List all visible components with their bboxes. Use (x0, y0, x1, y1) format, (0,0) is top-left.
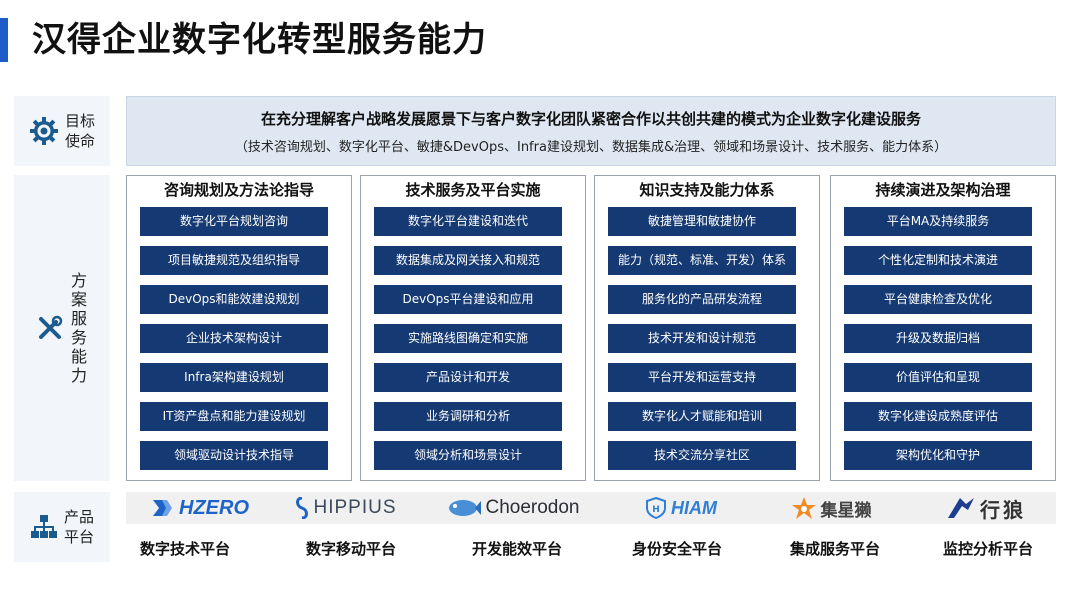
service-item: 能力（规范、标准、开发）体系 (608, 246, 796, 275)
xinglang-logo: 行狼 (931, 492, 1041, 524)
hiam-shield-icon: H (646, 497, 666, 519)
column-title: 咨询规划及方法论指导 (163, 181, 314, 199)
service-item: DevOps和能效建设规划 (140, 285, 328, 314)
service-item: 数据集成及网关接入和规范 (374, 246, 562, 275)
service-item: 项目敏捷规范及组织指导 (140, 246, 328, 275)
column-title: 持续演进及架构治理 (875, 181, 1011, 199)
service-item: 个性化定制和技术演进 (844, 246, 1032, 275)
platform-name: 开发能效平台 (471, 540, 562, 558)
gear-icon (29, 116, 59, 146)
hippius-mark-icon (296, 497, 309, 519)
hzero-mark-icon (153, 500, 172, 516)
hiam-logo: H HIAM (631, 492, 731, 524)
service-item: IT资产盘点和能力建设规划 (140, 402, 328, 431)
hippius-logo: HIPPIUS (286, 492, 406, 524)
service-item: 技术交流分享社区 (608, 441, 796, 470)
product-logo-strip: HZERO HIPPIUS Choerodon H HIAM 集星獭 行狼 (126, 492, 1056, 524)
service-item: Infra架构建设规划 (140, 363, 328, 392)
solution-label-char: 务 (70, 328, 87, 347)
platform-name: 数字移动平台 (305, 540, 396, 558)
platform-name: 数字技术平台 (139, 540, 230, 558)
mission-label-line1: 目标 (64, 112, 95, 130)
service-item: 数字化人才赋能和培训 (608, 402, 796, 431)
product-label-line1: 产品 (63, 508, 94, 526)
page-title: 汉得企业数字化转型服务能力 (32, 20, 487, 60)
column-title: 知识支持及能力体系 (639, 181, 775, 199)
service-item: 企业技术架构设计 (140, 324, 328, 353)
column-tech-services: 技术服务及平台实施 数字化平台建设和迭代 数据集成及网关接入和规范 DevOps… (360, 175, 586, 481)
service-item: 产品设计和开发 (374, 363, 562, 392)
service-item: 数字化建设成熟度评估 (844, 402, 1032, 431)
service-item: 领域分析和场景设计 (374, 441, 562, 470)
hzero-logo-text: HZERO (179, 496, 249, 519)
mission-label-line2: 使命 (64, 132, 95, 150)
hippius-logo-text: HIPPIUS (313, 497, 397, 518)
service-item: 升级及数据归档 (844, 324, 1032, 353)
wolf-icon (948, 498, 974, 518)
hiam-logo-text: HIAM (671, 497, 717, 518)
tools-icon (36, 314, 64, 342)
choerodon-logo: Choerodon (436, 492, 591, 524)
jixingta-logo-text: 集星獭 (820, 500, 872, 521)
service-item: 价值评估和呈现 (844, 363, 1032, 392)
column-knowledge: 知识支持及能力体系 敏捷管理和敏捷协作 能力（规范、标准、开发）体系 服务化的产… (594, 175, 820, 481)
service-item: 平台健康检查及优化 (844, 285, 1032, 314)
service-item: 数字化平台建设和迭代 (374, 207, 562, 236)
hzero-logo: HZERO (146, 492, 256, 524)
sitemap-icon (30, 513, 58, 541)
service-item: 数字化平台规划咨询 (140, 207, 328, 236)
choerodon-fish-icon (449, 500, 482, 516)
service-item: DevOps平台建设和应用 (374, 285, 562, 314)
column-title: 技术服务及平台实施 (405, 181, 541, 199)
service-item: 架构优化和守护 (844, 441, 1032, 470)
product-label: 产品 平台 (14, 492, 110, 562)
column-consulting: 咨询规划及方法论指导 数字化平台规划咨询 项目敏捷规范及组织指导 DevOps和… (126, 175, 352, 481)
mission-main-text: 在充分理解客户战略发展愿景下与客户数字化团队紧密合作以共创共建的模式为企业数字化… (260, 110, 921, 128)
star-icon (791, 497, 816, 519)
platform-name: 身份安全平台 (631, 540, 722, 558)
platform-name: 监控分析平台 (942, 540, 1033, 558)
title-accent-bar (0, 18, 8, 62)
service-item: 服务化的产品研发流程 (608, 285, 796, 314)
platform-name: 集成服务平台 (789, 540, 880, 558)
solution-label-char: 力 (70, 366, 87, 385)
mission-sub-text: （技术咨询规划、数字化平台、敏捷&DevOps、Infra建设规划、数据集成&治… (234, 140, 948, 155)
solution-label-char: 方 (70, 271, 87, 290)
choerodon-logo-text: Choerodon (485, 497, 580, 518)
service-item: 平台MA及持续服务 (844, 207, 1032, 236)
product-label-line2: 平台 (63, 528, 94, 546)
service-item: 平台开发和运营支持 (608, 363, 796, 392)
column-governance: 持续演进及架构治理 平台MA及持续服务 个性化定制和技术演进 平台健康检查及优化… (830, 175, 1056, 481)
solution-label-char: 能 (70, 347, 87, 366)
xinglang-logo-text: 行狼 (980, 497, 1026, 522)
service-item: 实施路线图确定和实施 (374, 324, 562, 353)
solution-label-char: 案 (70, 290, 87, 309)
service-item: 领域驱动设计技术指导 (140, 441, 328, 470)
jixingta-logo: 集星獭 (776, 492, 886, 524)
solution-label: 方 案 服 务 能 力 (14, 175, 110, 481)
service-item: 敏捷管理和敏捷协作 (608, 207, 796, 236)
mission-box: 在充分理解客户战略发展愿景下与客户数字化团队紧密合作以共创共建的模式为企业数字化… (126, 96, 1056, 166)
svg-text:H: H (652, 505, 660, 515)
service-item: 业务调研和分析 (374, 402, 562, 431)
service-item: 技术开发和设计规范 (608, 324, 796, 353)
solution-label-char: 服 (70, 309, 87, 328)
mission-label: 目标 使命 (14, 96, 110, 166)
